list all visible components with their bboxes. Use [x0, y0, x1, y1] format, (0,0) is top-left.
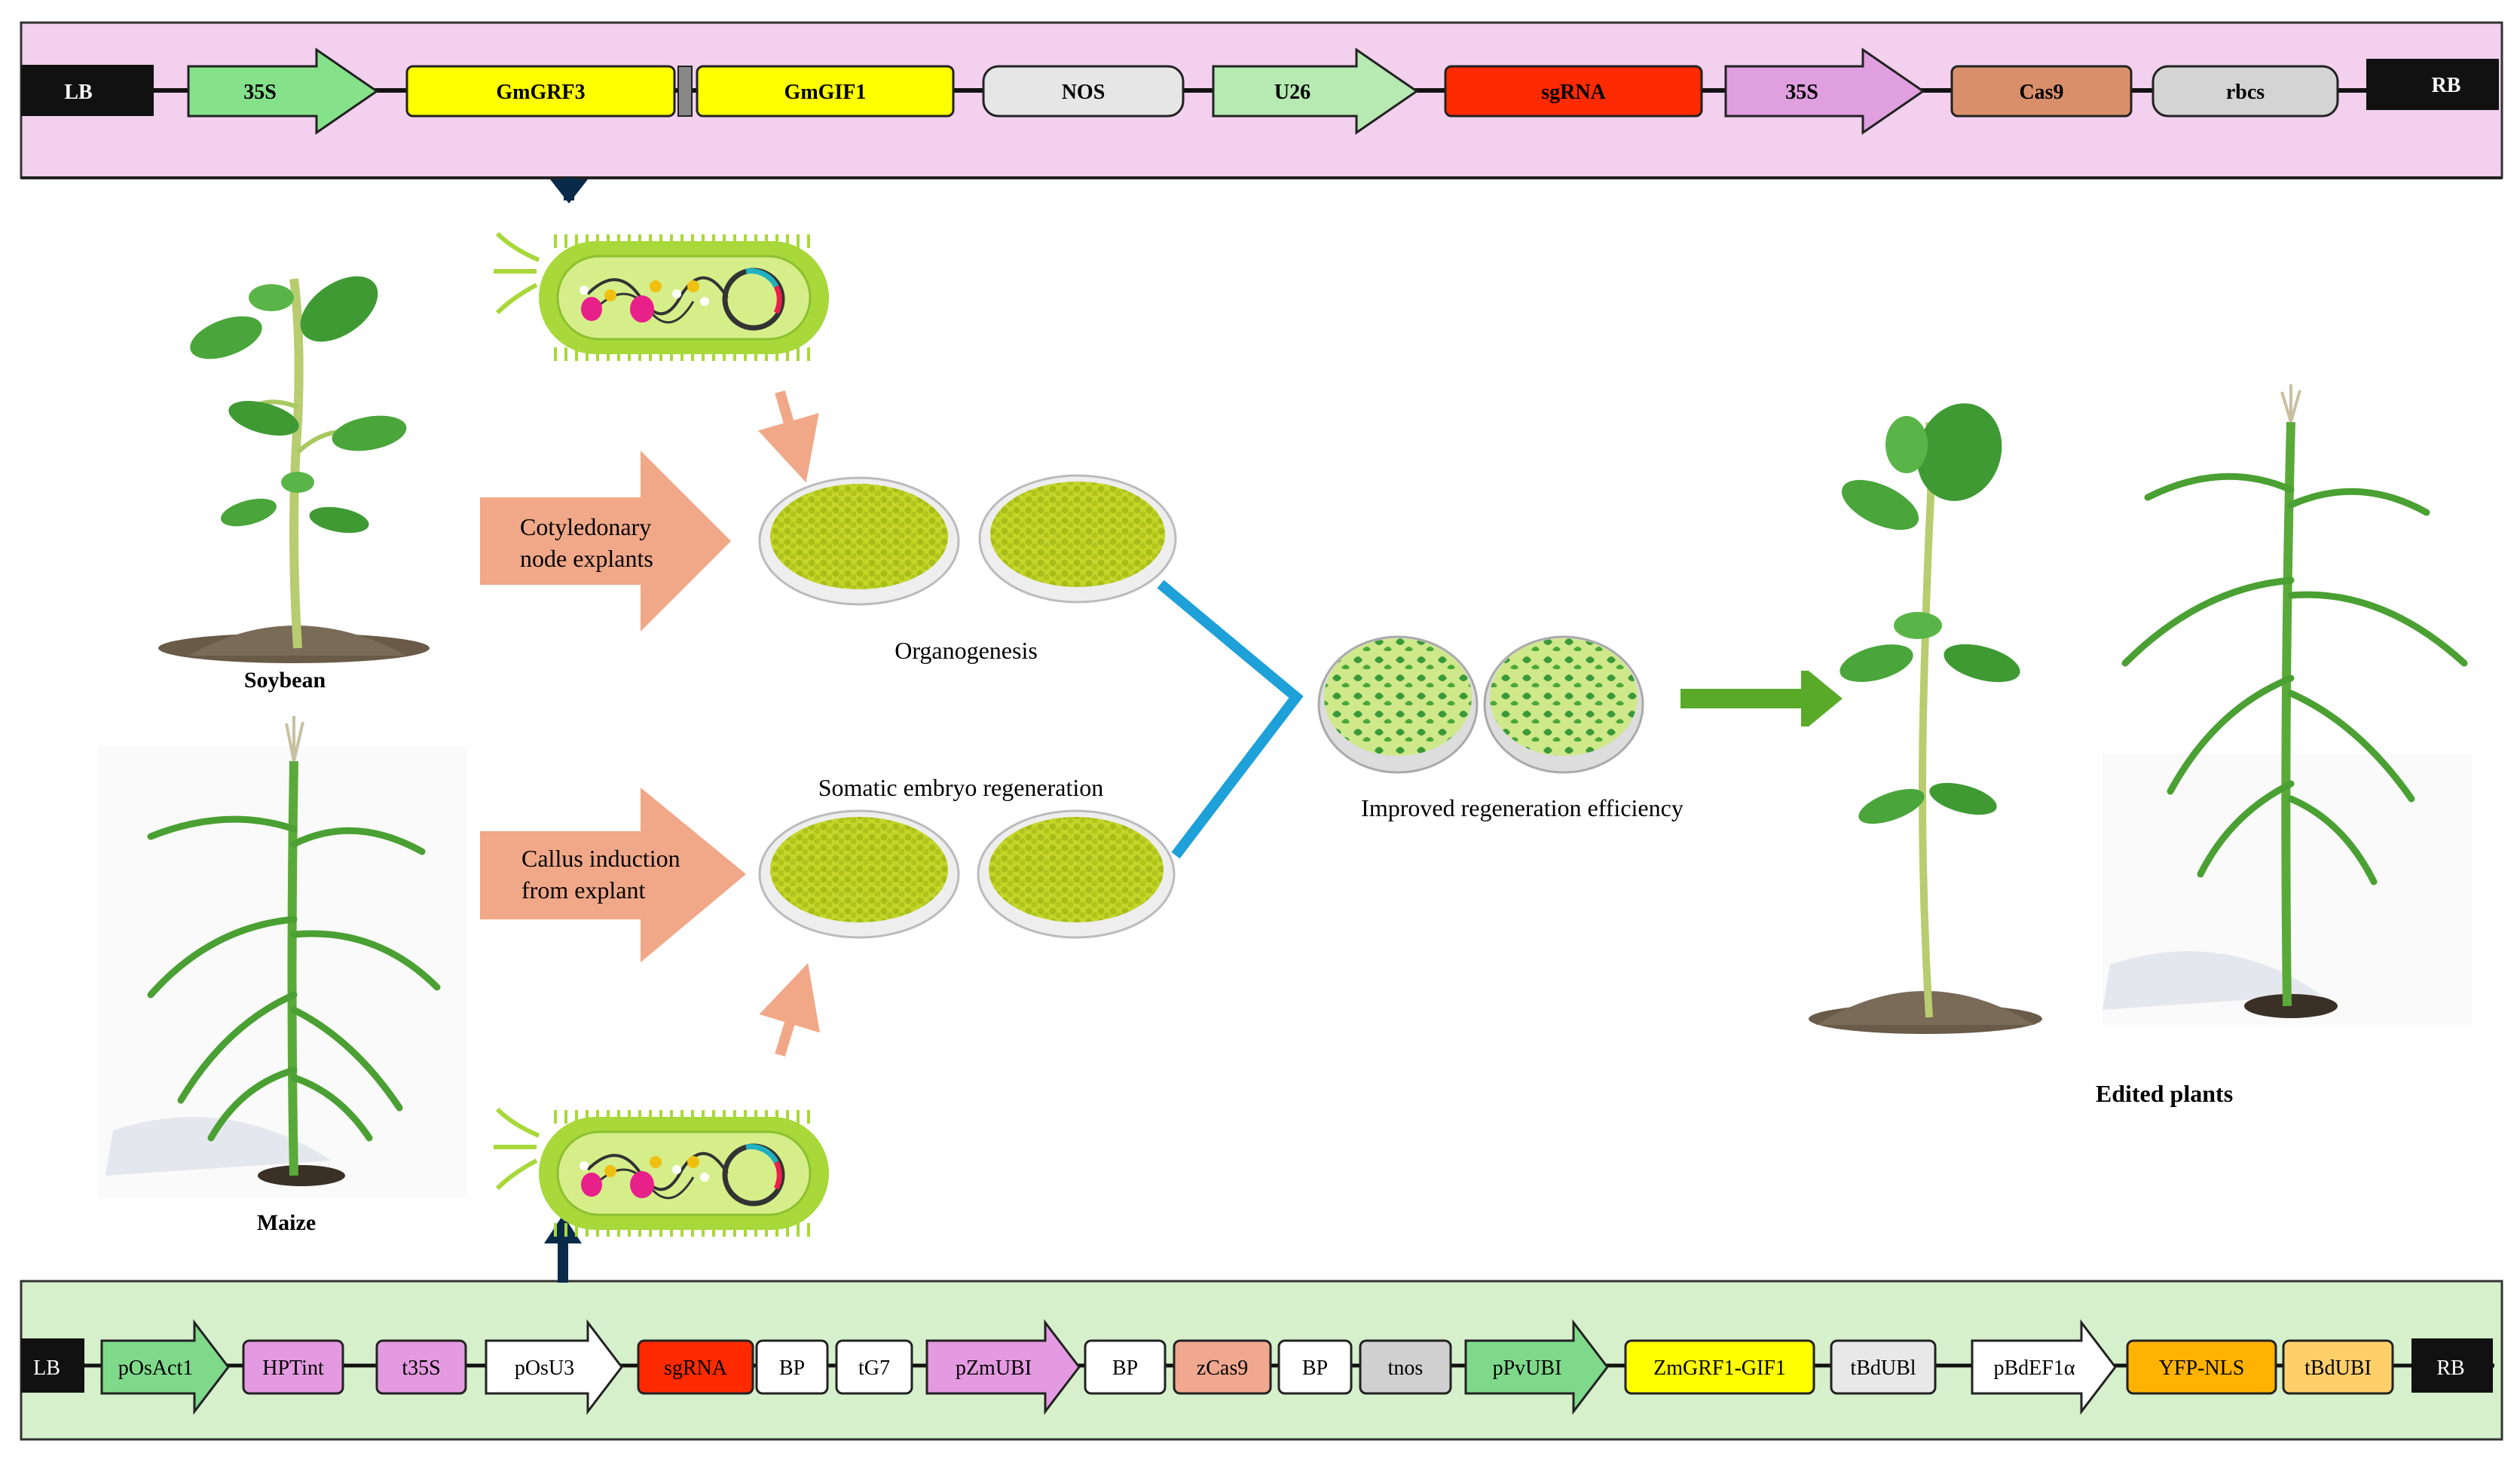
bottom-construct: pOsAct1 HPTint t35S pOsU3 sgRNA BP tG7 pZmUBI BP…	[20, 1280, 2503, 1441]
svg-text:RB: RB	[2436, 1356, 2464, 1380]
bottom-element-label-15: pBdEF1α	[1993, 1356, 2075, 1380]
organogenesis-label: Organogenesis	[895, 637, 1038, 664]
bottom-element-9: zCas9	[1173, 1339, 1272, 1395]
improved-dishes	[1317, 635, 1644, 774]
organogenesis-dishes	[758, 474, 1177, 606]
maize-step-arrow: Callus induction from explant	[480, 788, 746, 962]
soy-step-line1: Cotyledonary	[520, 513, 651, 540]
improved-label: Improved regeneration efficiency	[1361, 794, 1684, 821]
bottom-element-label-1: HPTint	[262, 1356, 324, 1380]
bottom-element-label-12: pPvUBI	[1493, 1356, 1562, 1380]
top-element-label-6: 35S	[1785, 81, 1818, 104]
agrobacterium-bottom	[494, 1107, 829, 1237]
bottom-element-label-11: tnos	[1388, 1356, 1424, 1380]
bottom-element-2: t35S	[375, 1339, 467, 1395]
top-rb: RB	[2366, 59, 2499, 110]
bottom-element-15: pBdEF1α	[1971, 1319, 2117, 1415]
somatic-dishes	[758, 809, 1176, 939]
bottom-element-label-9: zCas9	[1197, 1356, 1248, 1380]
top-element-label-5: sgRNA	[1541, 81, 1606, 104]
merge-connector	[1157, 580, 1304, 859]
bottom-element-7: pZmUBI	[925, 1319, 1081, 1415]
bottom-element-8: BP	[1084, 1339, 1167, 1395]
bottom-element-label-14: tBdUBl	[1850, 1356, 1916, 1380]
top-element-1: GmGRF3	[405, 65, 676, 118]
bottom-element-12: pPvUBI	[1464, 1319, 1609, 1415]
top-element-2: GmGIF1	[696, 65, 955, 118]
maize-label: Maize	[257, 1210, 316, 1235]
bottom-element-label-10: BP	[1302, 1356, 1328, 1380]
result-arrow	[1681, 671, 1843, 726]
maize-plant	[98, 716, 467, 1198]
svg-text:RB: RB	[2432, 74, 2461, 97]
soy-step-arrow: Cotyledonary node explants	[480, 451, 731, 632]
bottom-element-label-17: tBdUBI	[2304, 1356, 2372, 1380]
top-element-label-4: U26	[1274, 81, 1310, 104]
top-element-label-3: NOS	[1062, 81, 1106, 104]
top-element-label-0: 35S	[243, 81, 277, 104]
top-element-7: Cas9	[1950, 65, 2133, 118]
bottom-element-0: pOsAct1	[100, 1319, 230, 1415]
bacterium-to-organogenesis-arrow	[758, 390, 819, 483]
bottom-element-6: tG7	[835, 1339, 913, 1395]
top-element-4: U26	[1212, 47, 1419, 135]
top-construct: 35S GmGRF3 GmGIF1 NOS U26 sgRNA 35S Cas9 rbcs	[20, 21, 2503, 179]
bacterium-to-somatic-arrow	[759, 962, 820, 1057]
top-linker	[677, 66, 693, 117]
maize-step-line1: Callus induction	[521, 845, 680, 872]
top-element-label-1: GmGRF3	[496, 81, 585, 104]
edited-soybean	[1809, 403, 2042, 1034]
top-element-3: NOS	[982, 65, 1185, 118]
bottom-rb: RB	[2411, 1338, 2493, 1393]
agrobacterium-top	[494, 231, 829, 361]
bottom-element-13: ZmGRF1-GIF1	[1624, 1339, 1815, 1395]
bottom-element-5: BP	[755, 1339, 829, 1395]
bottom-to-bacterium-arrow	[544, 1215, 582, 1283]
soybean-plant	[158, 276, 430, 663]
somatic-label: Somatic embryo regeneration	[818, 774, 1104, 801]
bottom-element-label-5: BP	[779, 1356, 805, 1380]
svg-text:LB: LB	[33, 1356, 60, 1380]
bottom-element-label-16: YFP-NLS	[2159, 1356, 2245, 1380]
bottom-element-label-13: ZmGRF1-GIF1	[1653, 1356, 1786, 1380]
top-lb: LB	[21, 65, 154, 116]
bottom-element-label-0: pOsAct1	[118, 1356, 194, 1380]
soybean-label: Soybean	[244, 668, 326, 693]
edited-maize	[2103, 384, 2472, 1025]
maize-step-line2: from explant	[521, 876, 646, 904]
bottom-element-label-4: sgRNA	[664, 1356, 728, 1380]
bottom-element-1: HPTint	[242, 1339, 344, 1395]
soy-step-line2: node explants	[520, 545, 653, 572]
bottom-element-label-3: pOsU3	[515, 1356, 574, 1380]
svg-text:LB: LB	[64, 81, 92, 104]
top-element-6: 35S	[1724, 47, 1925, 135]
bottom-element-label-8: BP	[1112, 1356, 1138, 1380]
bottom-element-11: tnos	[1359, 1339, 1452, 1395]
bottom-element-16: YFP-NLS	[2126, 1339, 2277, 1395]
edited-plants-label: Edited plants	[2096, 1080, 2233, 1107]
top-element-label-7: Cas9	[2019, 81, 2063, 104]
top-element-5: sgRNA	[1444, 65, 1703, 118]
bottom-element-17: tBdUBI	[2282, 1339, 2394, 1395]
top-element-label-8: rbcs	[2226, 81, 2265, 104]
bottom-element-label-7: pZmUBI	[956, 1356, 1032, 1380]
bottom-element-label-6: tG7	[858, 1356, 890, 1380]
bottom-element-label-2: t35S	[402, 1356, 440, 1380]
top-element-label-2: GmGIF1	[784, 81, 867, 104]
top-element-0: 35S	[187, 47, 379, 135]
bottom-element-4: sgRNA	[637, 1339, 754, 1395]
top-element-8: rbcs	[2151, 65, 2339, 118]
top-to-bacterium-arrow	[550, 178, 588, 203]
bottom-lb: LB	[21, 1338, 84, 1393]
bottom-element-10: BP	[1277, 1339, 1353, 1395]
bottom-element-3: pOsU3	[485, 1319, 623, 1415]
bottom-element-14: tBdUBl	[1830, 1339, 1937, 1395]
